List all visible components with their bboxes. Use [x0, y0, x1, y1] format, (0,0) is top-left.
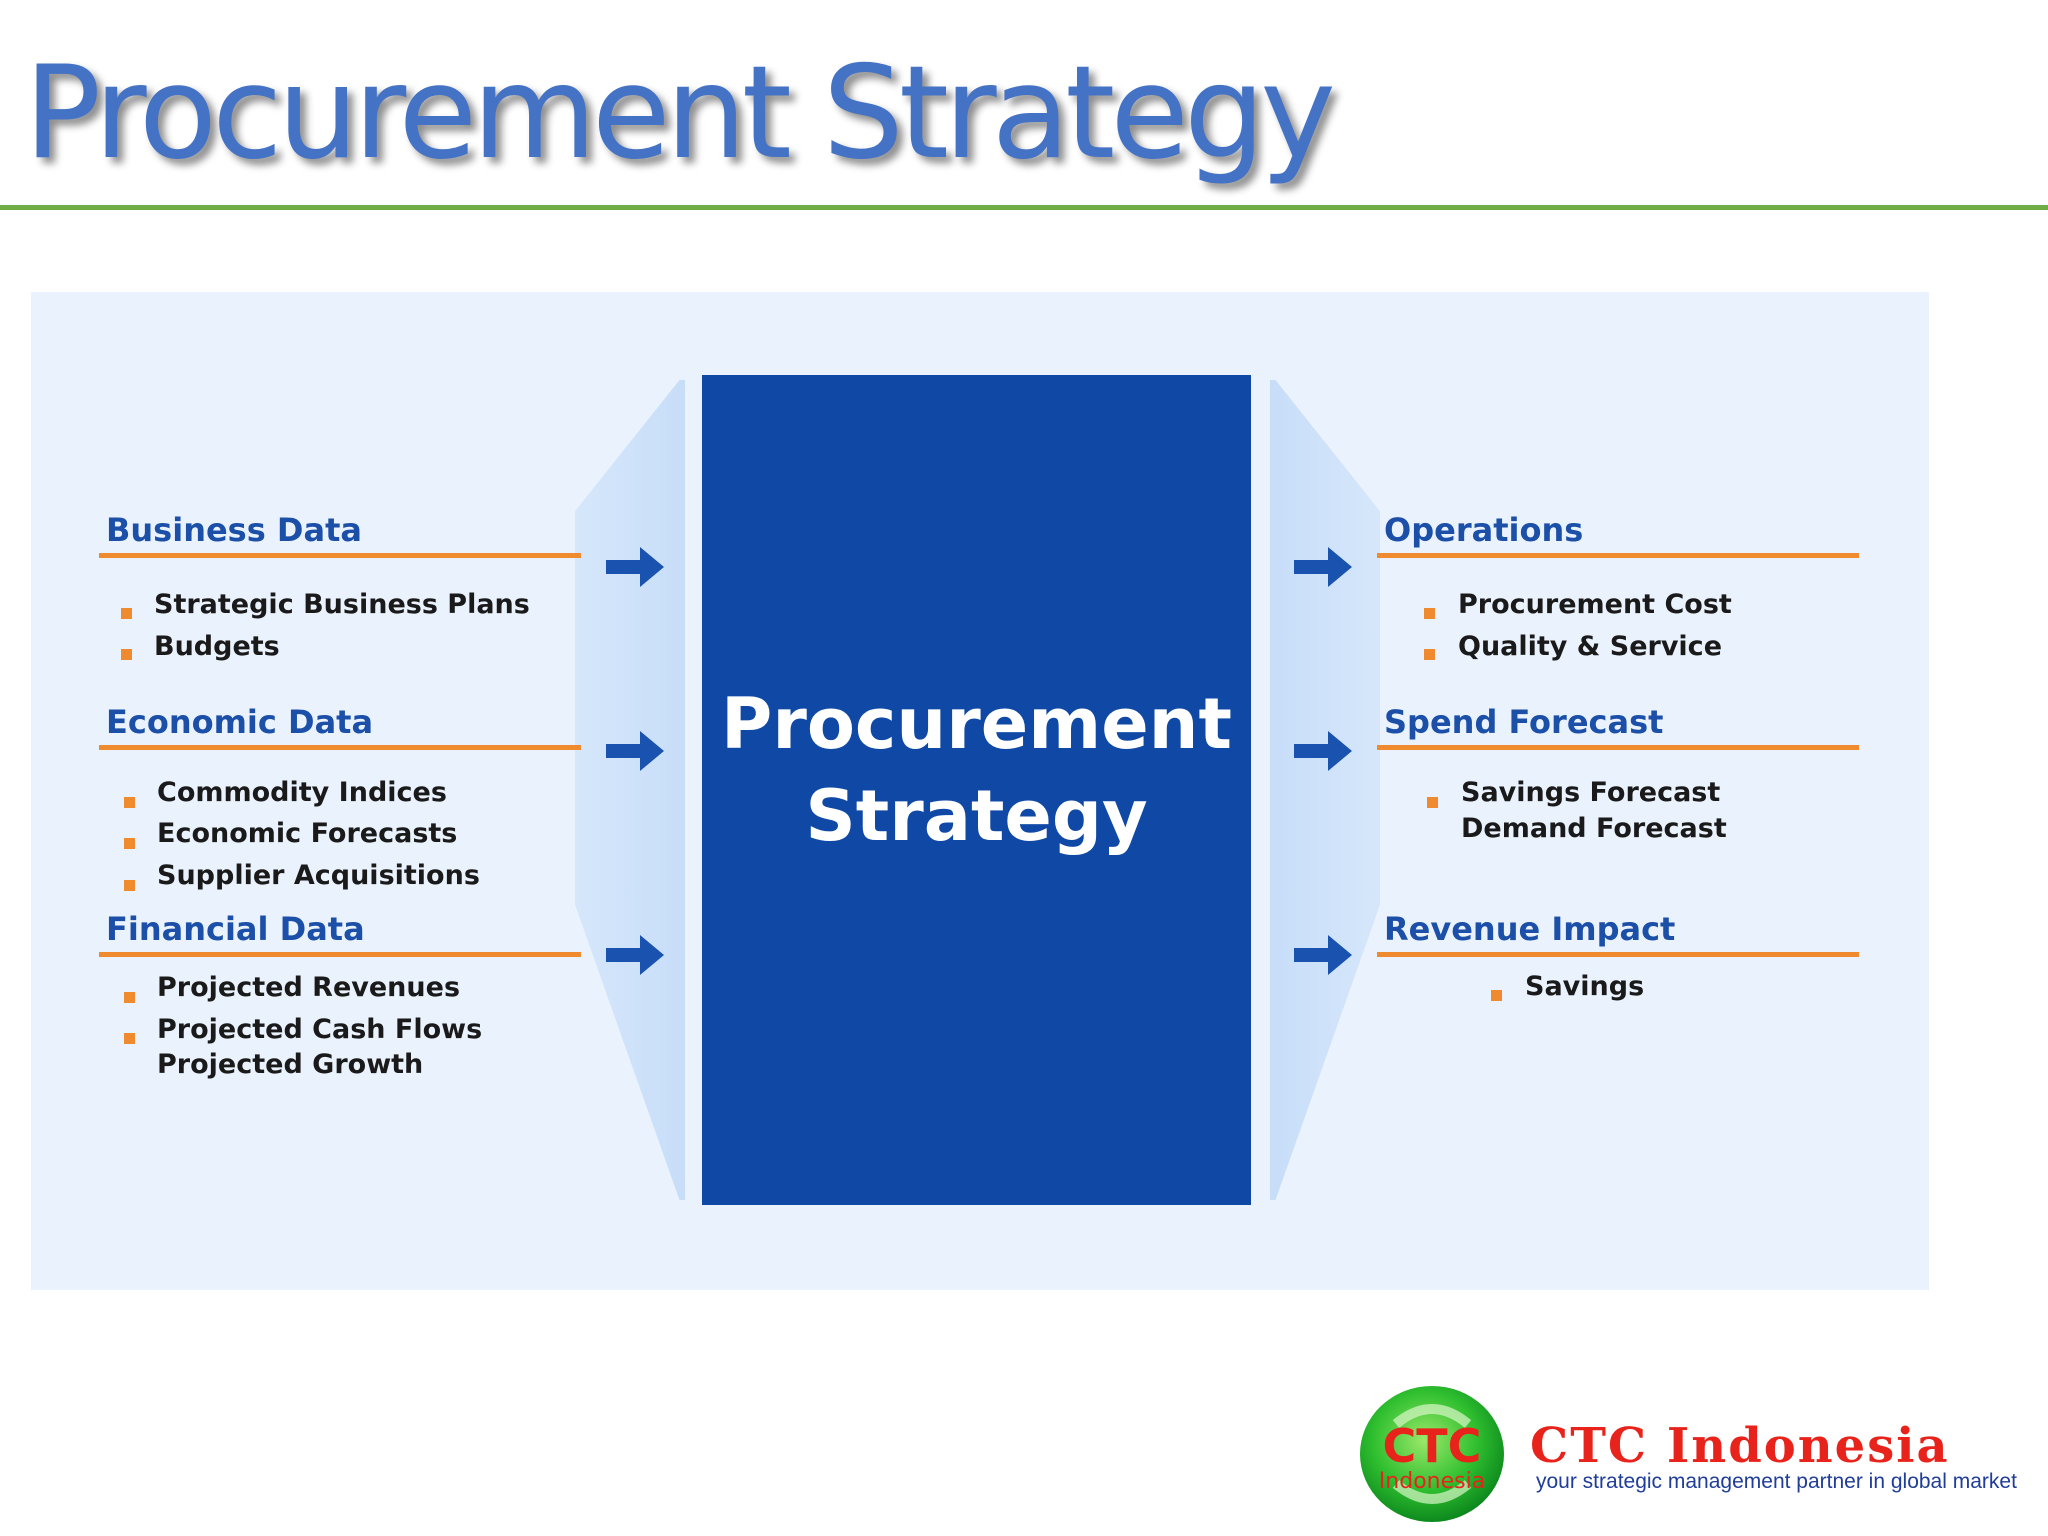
group-divider: [99, 745, 581, 750]
center-title: Procurement Strategy: [721, 683, 1232, 857]
group-heading: Spend Forecast: [1384, 703, 1664, 741]
list-item: Procurement Cost: [1458, 589, 1732, 620]
list-item: Projected Cash Flows: [157, 1014, 483, 1045]
list-item: Savings: [1525, 971, 1645, 1002]
bullet-icon: [124, 797, 135, 808]
group-heading: Economic Data: [106, 703, 374, 741]
bullet-icon: [121, 608, 132, 619]
arrow-right-icon: [1294, 731, 1352, 771]
group-heading: Financial Data: [106, 910, 365, 948]
group-divider: [1377, 952, 1859, 957]
slide-title: Procurement Strategy: [24, 39, 1336, 188]
brand-name: CTC Indonesia: [1530, 1418, 1950, 1474]
bullet-icon: [1424, 608, 1435, 619]
group-divider: [1377, 553, 1859, 558]
arrow-right-icon: [606, 731, 664, 771]
bullet-icon: [1424, 649, 1435, 660]
bullet-icon: [1491, 990, 1502, 1001]
group-heading: Operations: [1384, 511, 1584, 549]
ctc-logo-icon: CTC Indonesia: [1360, 1386, 1504, 1522]
arrow-right-icon: [1294, 547, 1352, 587]
bullet-icon: [124, 838, 135, 849]
arrow-right-icon: [1294, 935, 1352, 975]
group-heading: Revenue Impact: [1384, 910, 1676, 948]
list-item: Demand Forecast: [1461, 813, 1727, 844]
bullet-icon: [124, 992, 135, 1003]
list-item: Projected Growth: [157, 1049, 424, 1080]
list-item: Commodity Indices: [157, 777, 447, 808]
list-item: Supplier Acquisitions: [157, 860, 480, 891]
bullet-icon: [124, 1033, 135, 1044]
group-divider: [99, 952, 581, 957]
group-heading: Business Data: [106, 511, 362, 549]
list-item: Projected Revenues: [157, 972, 461, 1003]
center-box: Procurement Strategy: [702, 375, 1251, 1205]
bullet-icon: [121, 649, 132, 660]
list-item: Savings Forecast: [1461, 777, 1721, 808]
bullet-icon: [1427, 797, 1438, 808]
list-item: Strategic Business Plans: [154, 589, 530, 620]
bullet-icon: [124, 880, 135, 891]
arrow-right-icon: [606, 935, 664, 975]
list-item: Economic Forecasts: [157, 818, 458, 849]
list-item: Budgets: [154, 631, 280, 662]
logo-subtext: Indonesia: [1379, 1469, 1485, 1494]
title-underline: [0, 205, 2048, 210]
logo-text: CTC: [1383, 1419, 1482, 1473]
brand-tagline: your strategic management partner in glo…: [1536, 1470, 2017, 1493]
list-item: Quality & Service: [1458, 631, 1723, 662]
arrow-right-icon: [606, 547, 664, 587]
group-divider: [99, 553, 581, 558]
group-divider: [1377, 745, 1859, 750]
